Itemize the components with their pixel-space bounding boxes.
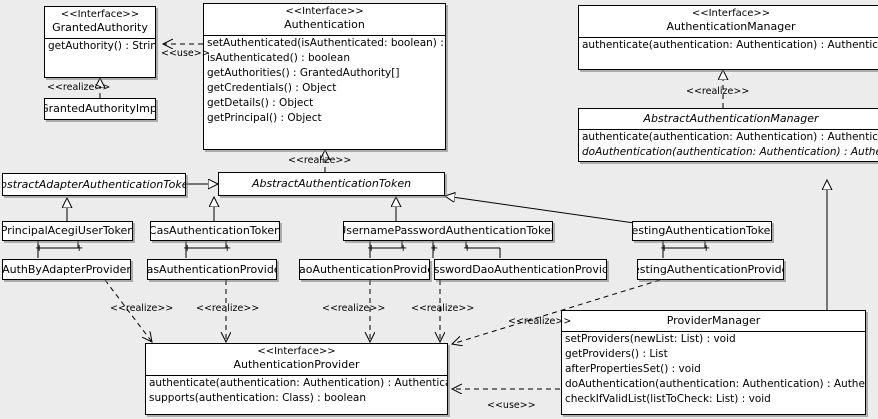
class-header: <<Interface>> Authentication xyxy=(204,4,445,35)
class-name: TestingAuthenticationToken xyxy=(632,224,772,237)
class-name: DaoAuthenticationProvider xyxy=(299,262,429,276)
operations-compartment: authenticate(authentication: Authenticat… xyxy=(146,375,447,406)
class-name: PasswordDaoAuthenticationProvider xyxy=(434,262,606,276)
class-name: Authentication xyxy=(284,18,365,31)
class-name: TestingAuthenticationProvider xyxy=(638,262,783,276)
class-auth-by-adapter-provider[interactable]: AuthByAdapterProvider xyxy=(2,259,131,280)
class-header: <<Interface>> AuthenticationManager xyxy=(579,6,878,37)
class-granted-authority[interactable]: <<Interface>> GrantedAuthority getAuthor… xyxy=(44,6,156,78)
edge-label-realize-abstract-authentication-manager: <<realize>> xyxy=(686,86,750,97)
operation: authenticate(authentication: Authenticat… xyxy=(149,377,448,389)
class-name: PrincipalAcegiUserToken xyxy=(2,224,133,237)
multiplicity-marker: + xyxy=(183,243,192,254)
multiplicity-marker: + xyxy=(430,243,439,254)
multiplicity-marker: + xyxy=(35,243,44,254)
edge-label-realize-dao-authentication-provider: <<realize>> xyxy=(322,303,386,314)
multiplicity-marker: + xyxy=(702,243,711,254)
class-cas-authentication-token[interactable]: CasAuthenticationToken xyxy=(150,221,280,241)
operation: doAuthentication(authentication: Authent… xyxy=(565,378,865,390)
operation: authenticate(authentication: Authenticat… xyxy=(582,39,878,51)
class-name: CasAuthenticationToken xyxy=(150,224,280,237)
stereotype-label: <<Interface>> xyxy=(285,6,364,17)
operations-compartment: setAuthenticated(isAuthenticated: boolea… xyxy=(204,35,445,126)
class-abstract-authentication-manager[interactable]: AbstractAuthenticationManager authentica… xyxy=(578,108,878,162)
multiplicity-marker: + xyxy=(463,243,472,254)
class-name: GrantedAuthorityImpl xyxy=(44,102,156,115)
class-name: AuthenticationProvider xyxy=(233,358,360,371)
multiplicity-marker: + xyxy=(660,243,669,254)
class-abstract-adapter-authentication-token[interactable]: AbstractAdapterAuthenticationToken xyxy=(2,173,186,196)
class-password-dao-authentication-provider[interactable]: PasswordDaoAuthenticationProvider xyxy=(434,259,607,280)
operation: getAuthority() : String xyxy=(48,40,156,52)
stereotype-label: <<Interface>> xyxy=(691,8,771,19)
class-header: <<Interface>> AuthenticationProvider xyxy=(146,344,447,375)
class-name: AuthByAdapterProvider xyxy=(2,262,131,276)
stereotype-label: <<Interface>> xyxy=(257,346,336,357)
class-name: AbstractAdapterAuthenticationToken xyxy=(2,177,186,191)
multiplicity-marker: + xyxy=(367,243,376,254)
class-name: CasAuthenticationProvider xyxy=(147,262,276,276)
operation: isAuthenticated() : boolean xyxy=(207,52,350,64)
class-name: AuthenticationManager xyxy=(666,20,796,33)
class-header: <<Interface>> GrantedAuthority xyxy=(45,7,155,38)
operation: afterPropertiesSet() : void xyxy=(565,363,701,375)
edge-label-realize-auth-by-adapter-provider: <<realize>> xyxy=(110,303,174,314)
class-abstract-authentication-token[interactable]: AbstractAuthenticationToken xyxy=(218,172,445,196)
edge-label-use-provider-manager-authentication-provider: <<use>> xyxy=(487,400,536,411)
class-provider-manager[interactable]: ProviderManager setProviders(newList: Li… xyxy=(561,310,866,415)
operation: getDetails() : Object xyxy=(207,97,314,109)
class-granted-authority-impl[interactable]: GrantedAuthorityImpl xyxy=(44,98,156,120)
class-testing-authentication-token[interactable]: TestingAuthenticationToken xyxy=(632,221,772,241)
multiplicity-marker: + xyxy=(75,243,84,254)
edge-label-realize-granted-authority-impl: <<realize>> xyxy=(47,82,111,93)
edge-label-realize-password-dao-authentication-provider: <<realize>> xyxy=(411,303,475,314)
class-dao-authentication-provider[interactable]: DaoAuthenticationProvider xyxy=(299,259,430,280)
class-name: GrantedAuthority xyxy=(52,21,148,34)
operations-compartment: authenticate(authentication: Authenticat… xyxy=(579,129,878,160)
operations-compartment: getAuthority() : String xyxy=(45,38,155,54)
operation: doAuthentication(authentication: Authent… xyxy=(582,146,878,158)
operation: supports(authentication: Class) : boolea… xyxy=(149,392,366,404)
class-header: ProviderManager xyxy=(562,311,865,331)
class-header: AbstractAuthenticationManager xyxy=(579,109,878,129)
class-name: AbstractAuthenticationToken xyxy=(251,177,412,190)
class-authentication-provider[interactable]: <<Interface>> AuthenticationProvider aut… xyxy=(145,343,448,415)
operation: getCredentials() : Object xyxy=(207,82,337,94)
class-name: AbstractAuthenticationManager xyxy=(643,112,819,125)
operation: getPrincipal() : Object xyxy=(207,112,322,124)
stereotype-label: <<Interface>> xyxy=(60,9,140,20)
class-testing-authentication-provider[interactable]: TestingAuthenticationProvider xyxy=(637,259,784,280)
class-name: UsernamePasswordAuthenticationToken xyxy=(343,224,553,237)
class-authentication[interactable]: <<Interface>> Authentication setAuthenti… xyxy=(203,3,446,150)
multiplicity-marker: + xyxy=(399,243,408,254)
multiplicity-marker: + xyxy=(223,243,232,254)
class-authentication-manager[interactable]: <<Interface>> AuthenticationManager auth… xyxy=(578,5,878,70)
class-name: ProviderManager xyxy=(666,314,761,327)
operation: authenticate(authentication: Authenticat… xyxy=(582,131,878,143)
class-principal-acegi-user-token[interactable]: PrincipalAcegiUserToken xyxy=(2,221,133,241)
operation: getProviders() : List xyxy=(565,348,668,360)
operation: setProviders(newList: List) : void xyxy=(565,333,736,345)
operation: setAuthenticated(isAuthenticated: boolea… xyxy=(207,37,446,49)
edge-label-realize-testing-authentication-provider: <<realize>> xyxy=(508,316,572,327)
edge-label-use-authentication-grantedauthority: <<use>> xyxy=(161,48,210,59)
edge-label-realize-cas-authentication-provider: <<realize>> xyxy=(196,303,260,314)
class-cas-authentication-provider[interactable]: CasAuthenticationProvider xyxy=(147,259,277,280)
operation: checkIfValidList(listToCheck: List) : vo… xyxy=(565,393,771,405)
operations-compartment: authenticate(authentication: Authenticat… xyxy=(579,37,878,53)
operation: getAuthorities() : GrantedAuthority[] xyxy=(207,67,400,79)
class-username-password-authentication-token[interactable]: UsernamePasswordAuthenticationToken xyxy=(343,221,553,241)
operations-compartment: setProviders(newList: List) : void getPr… xyxy=(562,331,865,407)
edge-label-realize-abstract-authentication-token: <<realize>> xyxy=(288,155,352,166)
